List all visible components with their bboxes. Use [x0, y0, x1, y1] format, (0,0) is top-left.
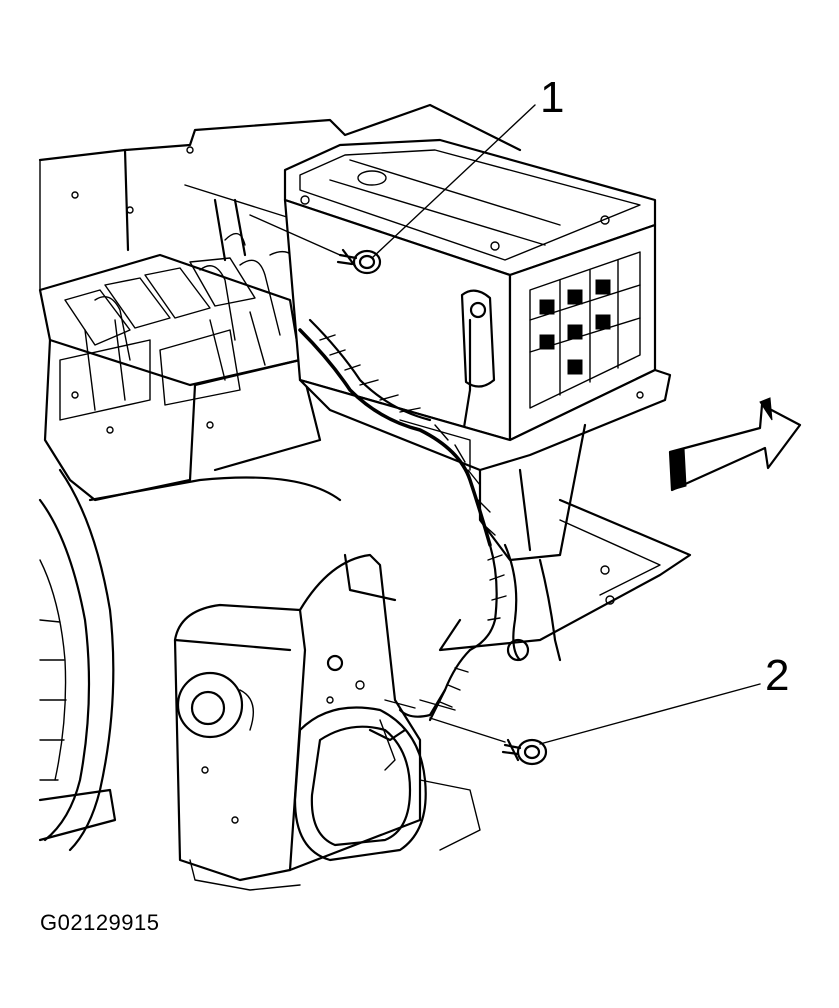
wiring-harness: [298, 318, 562, 722]
figure-id: G02129915: [40, 910, 160, 935]
callout-2-label: 2: [765, 651, 789, 700]
strut-tower: [173, 553, 481, 891]
leader-lines: [371, 104, 761, 745]
callout-1-label: 1: [540, 73, 564, 122]
tray-support-bracket: [438, 498, 692, 652]
wheel-well: [38, 468, 342, 852]
ground-cable: [384, 688, 456, 718]
fuse-relay-box: [38, 198, 322, 502]
bolt-2: [429, 717, 548, 766]
arrow-icon: [668, 397, 802, 492]
